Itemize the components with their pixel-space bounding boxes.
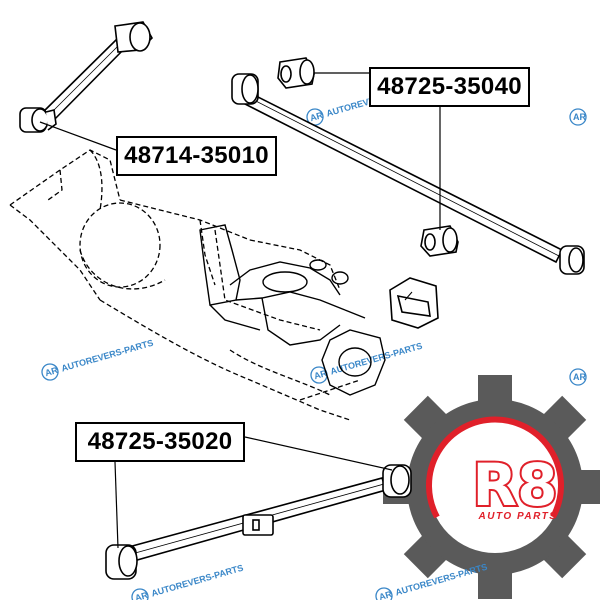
watermark: AR AUTOREVERS-PARTS: [41, 338, 154, 381]
watermark-text: AUTOREVERS-PARTS: [60, 338, 154, 374]
watermark: AR AUTOREVERS-PARTS: [310, 341, 423, 384]
part-number-label-48725-35020: 48725-35020: [75, 422, 245, 462]
watermark-badge: AR: [573, 372, 586, 382]
bushing-middle: [420, 225, 459, 257]
leader-line-48725-35020-right: [244, 436, 393, 471]
leader-line-48714-35010: [39, 121, 117, 151]
axle-housing-drawing: [9, 149, 361, 421]
leader-lines: [39, 72, 441, 549]
watermark-badge: AR: [573, 112, 586, 122]
bump-stop-drawing: [389, 277, 439, 329]
differential-drawing: [199, 224, 386, 396]
upper-control-arm-drawing: [19, 21, 153, 133]
watermark-badge-only: AR: [569, 368, 587, 386]
part-number-label-48714-35010: 48714-35010: [116, 136, 277, 176]
watermark-text: AUTOREVERS-PARTS: [150, 563, 244, 599]
watermark-badge: AR: [378, 589, 394, 600]
bushing-top: [277, 57, 315, 89]
logo-tagline: AUTO PARTS: [478, 511, 558, 522]
logo-mark: R8: [472, 451, 557, 519]
watermark-badge-only: AR: [569, 108, 587, 126]
watermark-badge: AR: [134, 590, 150, 600]
watermark-badge: AR: [309, 110, 325, 123]
watermark-text: AUTOREVERS-PARTS: [394, 562, 488, 598]
leader-line-48725-35020-left: [114, 461, 119, 549]
lower-control-arm-drawing: [105, 464, 412, 580]
watermark-badge: AR: [313, 368, 329, 381]
watermark-badge: AR: [44, 365, 60, 378]
part-number-label-48725-35040: 48725-35040: [369, 67, 530, 107]
r8-logo: R8 AUTO PARTS: [383, 375, 600, 599]
lateral-rod-drawing: [231, 73, 585, 275]
watermark: AR AUTOREVERS-PARTS: [131, 563, 244, 600]
